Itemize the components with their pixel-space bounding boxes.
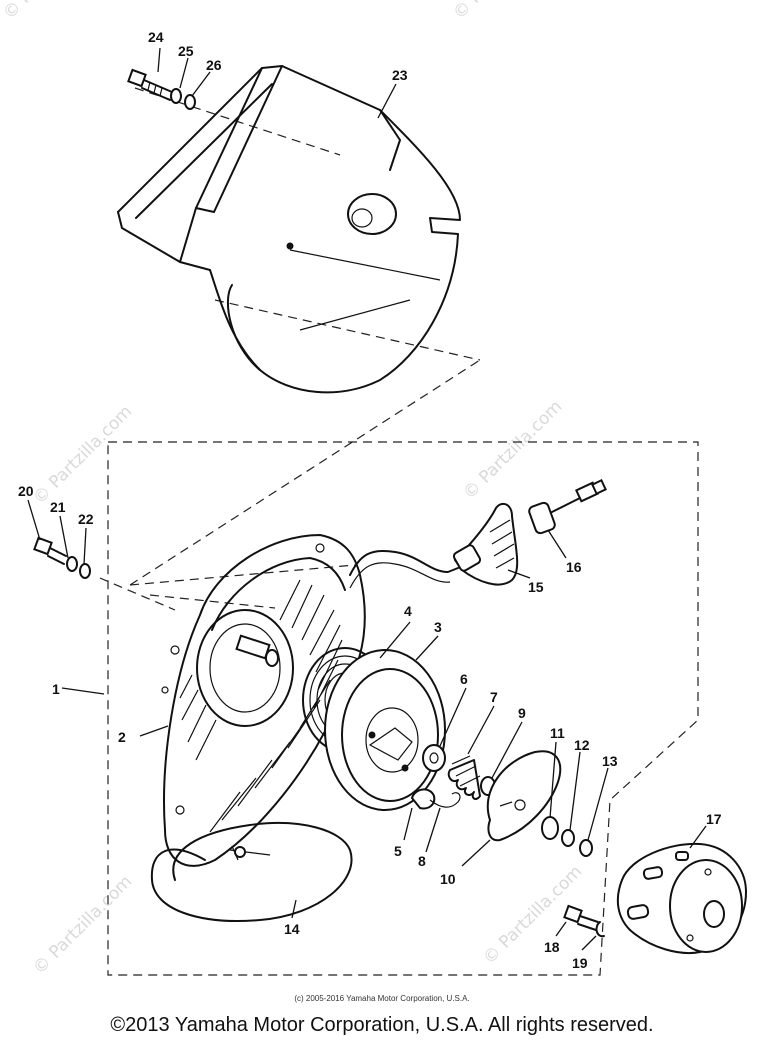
pawl: [410, 788, 436, 810]
callout-18: 18: [544, 939, 560, 955]
watermark: © Partzilla.com: [29, 872, 136, 979]
starter-rope: [150, 822, 353, 922]
case-bolt: [33, 536, 67, 565]
callout-16: 16: [566, 559, 582, 575]
callout-26: 26: [206, 57, 222, 73]
assembly-boundary: [99, 87, 699, 976]
watermark: © Partzilla.com: [0, 0, 106, 24]
fan-shroud: [117, 65, 461, 394]
friction-plate: [486, 750, 562, 842]
callout-3: 3: [434, 619, 442, 635]
callout-17: 17: [706, 811, 722, 827]
callout-24: 24: [148, 29, 164, 45]
cup-washer: [595, 921, 605, 938]
case-washer-21: [66, 556, 78, 572]
pawl-spring: [429, 792, 461, 808]
leader-lines: [27, 47, 707, 951]
callout-8: 8: [418, 853, 426, 869]
callout-2: 2: [118, 729, 126, 745]
callout-25: 25: [178, 43, 194, 59]
lock-washer: [561, 829, 575, 847]
callout-13: 13: [602, 753, 618, 769]
starter-handle: [452, 502, 519, 586]
callout-15: 15: [528, 579, 544, 595]
image-credit: (c) 2005-2016 Yamaha Motor Corporation, …: [294, 994, 470, 1003]
rope-guide-tube-inner: [349, 562, 451, 589]
rope-knot: [234, 846, 246, 858]
starter-cup: [616, 842, 748, 954]
rope-end: [574, 479, 607, 503]
friction-spring: [447, 755, 481, 800]
rope-guide-tube: [349, 550, 469, 576]
callout-9: 9: [518, 705, 526, 721]
drum-nut: [579, 839, 593, 857]
cup-bolt: [563, 904, 599, 931]
callout-11: 11: [550, 725, 565, 741]
callout-12: 12: [574, 737, 590, 753]
sheave-washer-hole: [429, 752, 439, 764]
plate-washer: [541, 816, 559, 840]
shroud-bolt: [127, 68, 173, 101]
case-washer-22: [79, 563, 91, 579]
callout-23: 23: [392, 67, 408, 83]
callout-14: 14: [284, 921, 300, 937]
sheave-washer: [422, 744, 446, 772]
callout-22: 22: [78, 511, 94, 527]
shroud-washer-25: [170, 88, 182, 104]
copyright-notice: ©2013 Yamaha Motor Corporation, U.S.A. A…: [110, 1014, 654, 1036]
watermark: © Partzilla.com: [459, 397, 566, 504]
callout-6: 6: [460, 671, 468, 687]
callout-4: 4: [404, 603, 412, 619]
callout-7: 7: [490, 689, 498, 705]
handle-stopper: [528, 497, 581, 535]
callouts: 1 2 3 4 5 6 7 8 9 10 11 12 13 14 15 16 1…: [18, 29, 722, 971]
sheave-drum: [324, 649, 446, 811]
watermark: © Partzilla.com: [29, 402, 136, 509]
callout-1: 1: [52, 681, 60, 697]
callout-20: 20: [18, 483, 34, 499]
callout-5: 5: [394, 843, 402, 859]
callout-21: 21: [50, 499, 66, 515]
callout-10: 10: [440, 871, 456, 887]
watermark: © Partzilla.com: [449, 0, 556, 24]
shroud-washer-26: [184, 94, 196, 110]
case-shaft: [235, 634, 279, 667]
callout-19: 19: [572, 955, 588, 971]
